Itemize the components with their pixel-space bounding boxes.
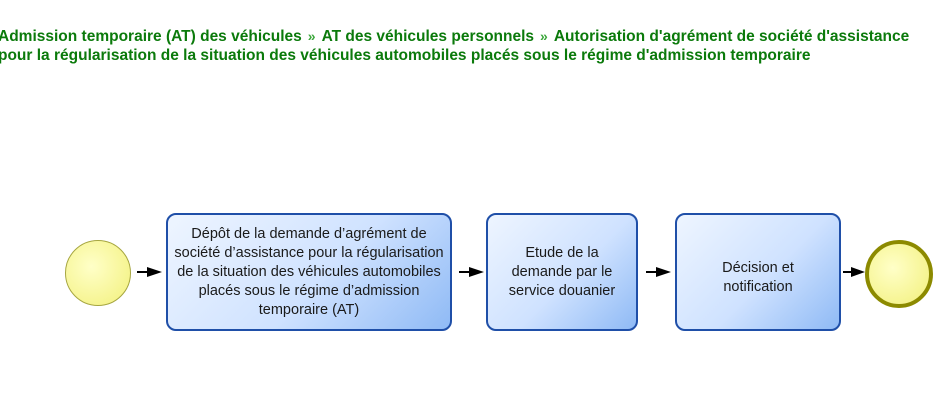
process-step-study: Etude de la demande par le service douan… bbox=[486, 213, 638, 331]
step-label: Décision et notification bbox=[722, 260, 794, 295]
arrow-icon bbox=[459, 267, 484, 277]
arrow-icon bbox=[843, 267, 865, 277]
breadcrumb-separator-icon: » bbox=[307, 28, 316, 44]
breadcrumb-current: Autorisation d'agrément de société d'ass… bbox=[0, 28, 910, 64]
process-step-decision: Décision et notification bbox=[675, 213, 841, 331]
arrow-icon bbox=[137, 267, 162, 277]
breadcrumb-separator-icon: » bbox=[540, 28, 548, 44]
breadcrumb-item[interactable]: Admission temporaire (AT) des véhicules bbox=[0, 28, 302, 45]
start-event bbox=[65, 240, 131, 306]
step-label: Etude de la demande par le service douan… bbox=[508, 244, 616, 299]
breadcrumb: Admission temporaire (AT) des véhicules »… bbox=[0, 27, 943, 65]
process-step-deposit: Dépôt de la demande d’agrément de sociét… bbox=[166, 213, 452, 331]
arrow-icon bbox=[646, 267, 671, 277]
step-label: Dépôt de la demande d’agrément de sociét… bbox=[174, 225, 444, 318]
end-event bbox=[865, 240, 933, 308]
breadcrumb-item[interactable]: AT des véhicules personnels bbox=[321, 28, 535, 45]
